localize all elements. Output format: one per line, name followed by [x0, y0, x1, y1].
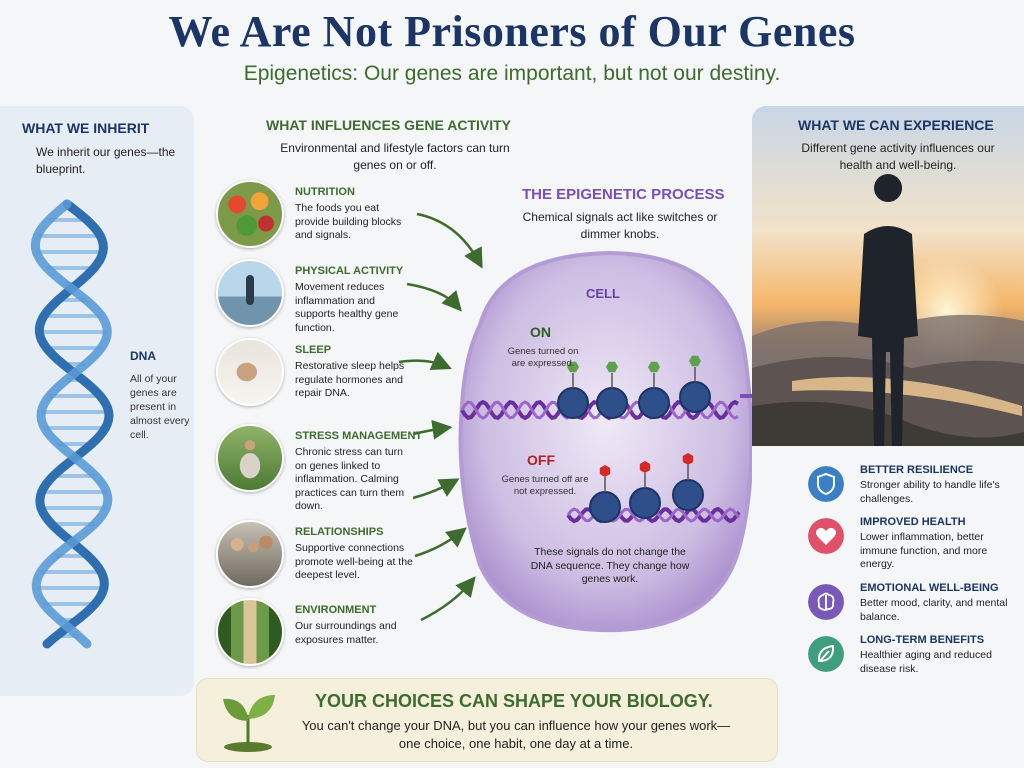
epigenetic-marker: [567, 361, 579, 373]
factor-text: Movement reduces inflammation and suppor…: [295, 281, 399, 334]
dna-helix-icon: [30, 199, 114, 649]
off-text: Genes turned off are not expressed.: [501, 474, 589, 497]
factor-title: STRESS MANAGEMENT: [295, 430, 423, 442]
benefit-emotional: EMOTIONAL WELL-BEING Better mood, clarit…: [808, 582, 1018, 636]
factor-text: Supportive connections promote well-bein…: [295, 542, 413, 581]
arrow-sleep: [398, 351, 452, 371]
arrow-stress-2: [412, 478, 460, 500]
heart-icon: [808, 518, 844, 554]
factor-nutrition: NUTRITION The foods you eat provide buil…: [216, 180, 456, 252]
factor-text: Our surroundings and exposures matter.: [295, 620, 397, 646]
epigenetic-marker: [606, 361, 618, 373]
influence-arrows: [398, 212, 483, 622]
arrow-nutrition: [416, 212, 483, 269]
family-photo: [216, 520, 284, 588]
forest-photo: [216, 598, 284, 666]
benefit-text: Healthier aging and reduced disease risk…: [860, 649, 992, 675]
runner-photo: [216, 259, 284, 327]
person-silhouette: [858, 174, 918, 446]
benefit-long-term: LONG-TERM BENEFITS Healthier aging and r…: [808, 634, 1018, 688]
arrow-activity: [406, 282, 462, 312]
factor-title: NUTRITION: [295, 186, 355, 198]
epigenetic-marker: [648, 361, 660, 373]
benefit-health: IMPROVED HEALTH Lower inflammation, bett…: [808, 516, 1018, 570]
inherit-heading: WHAT WE INHERIT: [22, 120, 150, 136]
epigenetic-marker: [599, 465, 611, 477]
dna-text: All of your genes are present in almost …: [130, 373, 190, 441]
sprout-icon: [223, 695, 275, 752]
factor-title: PHYSICAL ACTIVITY: [295, 265, 404, 277]
arrow-environment: [420, 576, 476, 622]
factor-title: ENVIRONMENT: [295, 604, 377, 616]
influences-text: Environmental and lifestyle factors can …: [280, 141, 510, 172]
benefit-title: EMOTIONAL WELL-BEING: [860, 582, 999, 594]
factor-physical-activity: PHYSICAL ACTIVITY Movement reduces infla…: [216, 259, 456, 334]
benefit-text: Stronger ability to handle life's challe…: [860, 479, 1000, 505]
experience-panel: [752, 106, 1024, 696]
factor-text: The foods you eat provide building block…: [295, 202, 402, 241]
cell-note: These signals do not change the DNA sequ…: [530, 546, 690, 585]
epigenetic-marker: [639, 461, 651, 473]
arrow-relationships: [414, 527, 467, 558]
cell-membrane: [458, 250, 754, 633]
factor-stress-management: STRESS MANAGEMENT Chronic stress can tur…: [216, 424, 456, 512]
benefit-title: IMPROVED HEALTH: [860, 516, 966, 528]
on-label: ON: [530, 324, 551, 340]
nucleosome: [589, 491, 621, 523]
meditation-photo: [216, 424, 284, 492]
banner-heading: YOUR CHOICES CAN SHAPE YOUR BIOLOGY.: [315, 691, 713, 711]
nucleosome: [629, 487, 661, 519]
cell-label: CELL: [586, 286, 620, 301]
factor-text: Restorative sleep helps regulate hormone…: [295, 360, 405, 399]
experience-text: Different gene activity influences our h…: [801, 141, 995, 172]
benefit-title: LONG-TERM BENEFITS: [860, 634, 985, 646]
arrow-stress: [412, 419, 453, 440]
factor-relationships: RELATIONSHIPS Supportive connections pro…: [216, 520, 456, 592]
process-heading: THE EPIGENETIC PROCESS: [522, 186, 725, 203]
nucleosome: [679, 381, 711, 413]
epigenetic-marker: [682, 453, 694, 465]
sunset-landscape-image: [752, 106, 1024, 696]
process-text: Chemical signals act like switches or di…: [522, 210, 718, 241]
factor-title: RELATIONSHIPS: [295, 526, 384, 538]
nutrition-photo: [216, 180, 284, 248]
epigenetic-marker: [689, 355, 701, 367]
inherit-text: We inherit our genes—the blueprint.: [36, 145, 176, 176]
inherit-panel: WHAT WE INHERIT We inherit our genes—the…: [0, 106, 194, 696]
on-text: Genes turned on are expressed.: [507, 346, 579, 369]
banner-text: You can't change your DNA, but you can i…: [301, 718, 731, 751]
experience-heading: WHAT WE CAN EXPERIENCE: [798, 117, 994, 133]
nucleosome: [638, 387, 670, 419]
factor-title: SLEEP: [295, 344, 332, 356]
benefit-text: Lower inflammation, better immune functi…: [860, 531, 988, 570]
factor-sleep: SLEEP Restorative sleep helps regulate h…: [216, 338, 456, 410]
page-title: We Are Not Prisoners of Our Genes: [168, 7, 856, 56]
nucleosome: [596, 387, 628, 419]
nucleosome: [672, 479, 704, 511]
sleep-photo: [216, 338, 284, 406]
factor-environment: ENVIRONMENT Our surroundings and exposur…: [216, 598, 456, 670]
benefit-text: Better mood, clarity, and mental balance…: [860, 597, 1008, 623]
dna-label: DNA: [130, 349, 156, 363]
nucleosome: [557, 387, 589, 419]
page-subtitle: Epigenetics: Our genes are important, bu…: [243, 62, 781, 85]
influences-heading: WHAT INFLUENCES GENE ACTIVITY: [266, 117, 511, 133]
choices-banner: YOUR CHOICES CAN SHAPE YOUR BIOLOGY. You…: [196, 678, 778, 762]
shield-icon: [808, 466, 844, 502]
leaf-icon: [808, 636, 844, 672]
brain-icon: [808, 584, 844, 620]
benefit-title: BETTER RESILIENCE: [860, 464, 974, 476]
off-label: OFF: [527, 452, 555, 468]
factor-text: Chronic stress can turn on genes linked …: [295, 446, 405, 512]
cell-illustration: [458, 250, 754, 633]
benefit-resilience: BETTER RESILIENCE Stronger ability to ha…: [808, 464, 1018, 518]
